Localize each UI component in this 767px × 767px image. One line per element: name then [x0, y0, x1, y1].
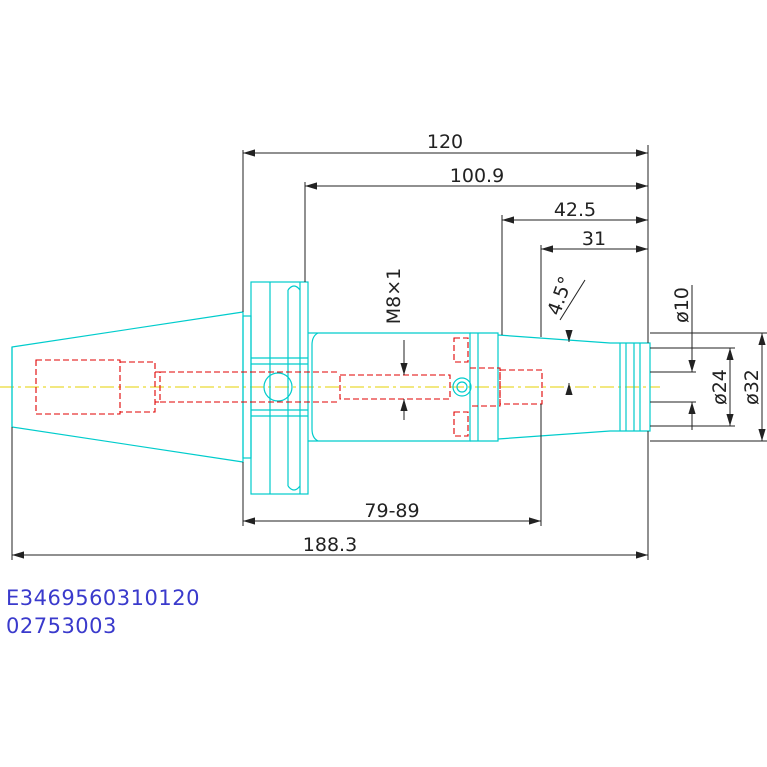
part-code: E3469560310120	[6, 586, 200, 610]
dim-thread-m8x1: M8×1	[383, 268, 405, 325]
dim-120: 120	[427, 131, 463, 153]
dim-taper-4-5: 4.5°	[543, 274, 577, 319]
tool-outline	[11, 281, 651, 495]
hidden-lines	[35, 337, 543, 437]
dim-79-89: 79-89	[364, 500, 419, 522]
dim-188-3: 188.3	[303, 534, 357, 556]
dim-dia-10: ø10	[671, 287, 693, 323]
dim-31: 31	[582, 228, 606, 250]
dim-42-5: 42.5	[554, 199, 596, 221]
dim-100-9: 100.9	[450, 165, 504, 187]
dim-dia-24: ø24	[709, 369, 731, 405]
dimension-lines	[11, 145, 767, 560]
order-code: 02753003	[6, 614, 117, 638]
dim-dia-32: ø32	[741, 369, 763, 405]
